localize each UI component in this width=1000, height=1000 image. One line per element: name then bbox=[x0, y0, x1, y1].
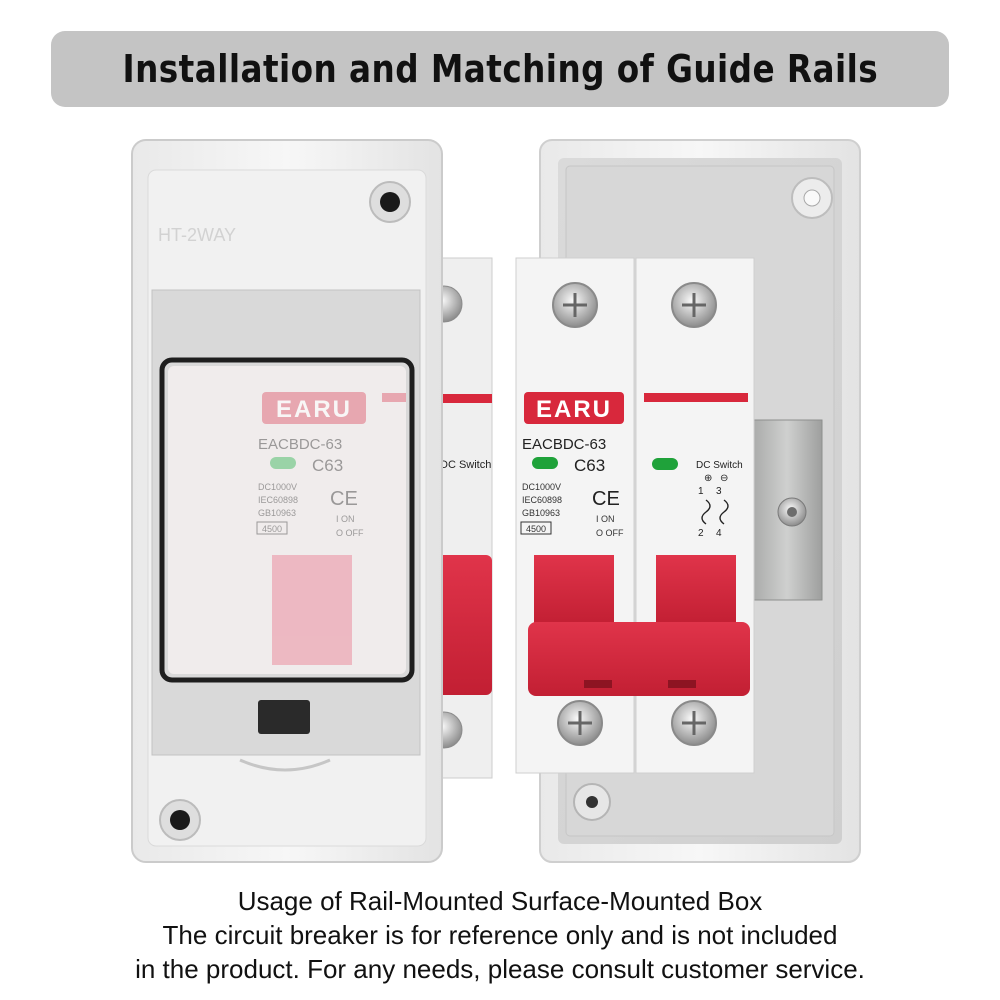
terminal-screw bbox=[671, 282, 717, 328]
caption-line-3: in the product. For any needs, please co… bbox=[135, 954, 865, 984]
brand-badge: EARU bbox=[524, 392, 624, 424]
caption-line-1: Usage of Rail-Mounted Surface-Mounted Bo… bbox=[237, 886, 763, 916]
mounting-hole-bottom bbox=[159, 799, 201, 841]
mounting-hole-top bbox=[369, 181, 411, 223]
toggle-lever bbox=[656, 555, 736, 625]
breaker-standard: IEC60898 bbox=[258, 495, 298, 505]
breaker-model: EACBDC-63 bbox=[258, 436, 342, 453]
product-photo: DC Switch EARU EACBDC-63 C63 DC1000V IEC… bbox=[131, 139, 861, 863]
polarity-minus: ⊖ bbox=[720, 473, 728, 484]
breaker-voltage: DC1000V bbox=[258, 482, 297, 492]
page-title: Installation and Matching of Guide Rails bbox=[122, 47, 878, 91]
terminal-number: 3 bbox=[716, 486, 722, 497]
mounting-boss-bottom bbox=[573, 783, 611, 821]
brand-name: EARU bbox=[536, 396, 612, 423]
dc-switch-label: DC Switch bbox=[696, 460, 743, 471]
terminal-number: 4 bbox=[716, 528, 722, 539]
din-rail bbox=[751, 419, 823, 601]
behind-dc-switch-label: DC Switch bbox=[440, 459, 491, 471]
ce-mark: CE bbox=[592, 488, 620, 510]
ce-mark: CE bbox=[330, 488, 358, 510]
toggle-handle-bar bbox=[528, 622, 750, 696]
off-label: O OFF bbox=[336, 528, 364, 538]
contact-symbol bbox=[701, 499, 729, 525]
circuit-breaker-pair: EARU EACBDC-63 C63 DC1000V IEC60898 GB10… bbox=[515, 257, 755, 774]
cover-model-mark: HT-2WAY bbox=[158, 225, 236, 245]
indicator-green bbox=[652, 458, 678, 470]
terminal-number: 2 bbox=[698, 528, 704, 539]
brand-name: EARU bbox=[276, 396, 352, 423]
on-label: I ON bbox=[596, 514, 615, 524]
breaker-standard: IEC60898 bbox=[522, 495, 562, 505]
terminal-screw bbox=[557, 700, 603, 746]
breaker-through-cover: EARU EACBDC-63 C63 DC1000V IEC60898 GB10… bbox=[256, 392, 406, 665]
breaking-capacity: 4500 bbox=[526, 524, 546, 534]
polarity-plus: ⊕ bbox=[704, 473, 712, 484]
caption: Usage of Rail-Mounted Surface-Mounted Bo… bbox=[0, 884, 1000, 986]
mounting-boss-top bbox=[791, 177, 833, 219]
terminal-screw bbox=[552, 282, 598, 328]
breaker-standard: GB10963 bbox=[522, 508, 560, 518]
terminal-screw bbox=[671, 700, 717, 746]
breaker-rating: C63 bbox=[312, 456, 343, 475]
breaker-rating: C63 bbox=[574, 456, 605, 475]
breaker-voltage: DC1000V bbox=[522, 482, 561, 492]
title-banner: Installation and Matching of Guide Rails bbox=[51, 31, 949, 107]
caption-line-2: The circuit breaker is for reference onl… bbox=[162, 920, 838, 950]
on-label: I ON bbox=[336, 514, 355, 524]
breaker-model: EACBDC-63 bbox=[522, 436, 606, 453]
breaking-capacity: 4500 bbox=[262, 524, 282, 534]
red-stripe bbox=[644, 393, 748, 402]
cover-seal bbox=[159, 357, 415, 683]
terminal-number: 1 bbox=[698, 486, 704, 497]
closed-enclosure: HT-2WAY EARU EACBDC-63 C63 DC1000V IEC60… bbox=[131, 139, 443, 863]
breaker-standard: GB10963 bbox=[258, 508, 296, 518]
indicator-green bbox=[532, 457, 558, 469]
cover-latch bbox=[258, 700, 310, 734]
off-label: O OFF bbox=[596, 528, 624, 538]
toggle-lever bbox=[534, 555, 614, 625]
